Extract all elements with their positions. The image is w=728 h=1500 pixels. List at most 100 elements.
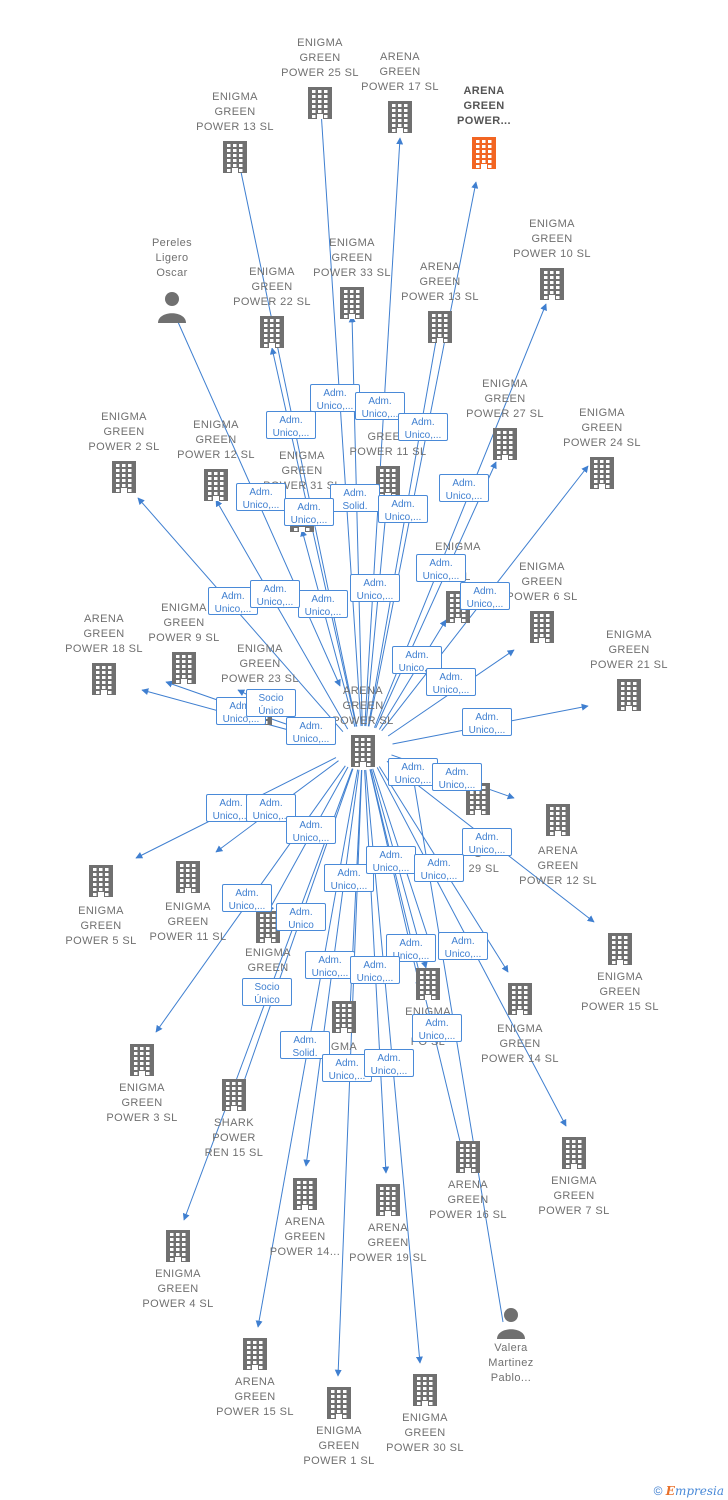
company-node-label[interactable]: ARENA GREEN POWER 17 SL [361,51,439,93]
company-node-label[interactable]: ARENA GREEN POWER 13 SL [401,261,479,303]
building-icon[interactable] [329,1000,359,1034]
relation-label[interactable]: Adm. Unico,... [364,1049,414,1077]
building-icon[interactable] [337,286,367,320]
relation-label[interactable]: Adm. Unico,... [322,1054,372,1082]
company-node-label[interactable]: ENIGMA GREEN POWER 25 SL [281,37,359,79]
relation-label[interactable]: Adm. Unico,... [298,590,348,618]
building-icon[interactable] [413,967,443,1001]
relation-label[interactable]: Adm. Unico,... [236,483,286,511]
company-node-label[interactable]: ENIGMA GREEN POWER 5 SL [65,905,137,947]
relation-label[interactable]: Adm. Unico,... [462,828,512,856]
company-node-label[interactable]: ENIGMA GREEN POWER 24 SL [563,407,641,449]
company-node-label[interactable]: ARENA GREEN POWER 15 SL [216,1376,294,1418]
building-icon[interactable] [305,86,335,120]
building-icon[interactable] [86,864,116,898]
relation-label[interactable]: Adm. Unico,... [432,763,482,791]
relation-label[interactable]: Adm. Unico,... [439,474,489,502]
relation-label[interactable]: Adm. Unico,... [222,884,272,912]
person-icon[interactable] [496,1306,526,1340]
company-node-label[interactable]: ENIGMA GREEN POWER 1 SL [303,1425,375,1467]
building-icon[interactable] [543,803,573,837]
company-node-label[interactable]: ARENA GREEN POWER 18 SL [65,613,143,655]
relation-label[interactable]: Adm. Unico,... [286,717,336,745]
relation-label[interactable]: Adm. Unico,... [438,932,488,960]
building-icon[interactable] [127,1043,157,1077]
relation-label[interactable]: Adm. Unico,... [305,951,355,979]
person-icon[interactable] [157,290,187,324]
building-icon[interactable] [453,1140,483,1174]
company-node-label[interactable]: ENIGMA GREEN POWER 33 SL [313,237,391,279]
building-icon[interactable] [385,100,415,134]
building-icon[interactable] [290,1177,320,1211]
company-node-label[interactable]: ENIGMA GREEN POWER 27 SL [466,378,544,420]
building-icon[interactable] [373,1183,403,1217]
company-node-label[interactable]: ENIGMA GREEN POWER 31 SL [263,450,340,492]
relation-label[interactable]: Adm. Unico,... [398,413,448,441]
building-icon[interactable] [537,267,567,301]
relation-label[interactable]: Adm. Unico,... [366,846,416,874]
building-icon[interactable] [163,1229,193,1263]
relation-label[interactable]: Adm. Unico,... [266,411,316,439]
company-node-label[interactable]: ENIGMA GREEN POWER 7 SL [538,1175,610,1217]
relation-label[interactable]: Adm. Unico,... [412,1014,462,1042]
building-icon[interactable] [348,734,378,768]
building-icon[interactable] [89,662,119,696]
relation-label[interactable]: Adm. Unico,... [460,582,510,610]
building-icon[interactable] [559,1136,589,1170]
company-node-label[interactable]: ARENA GREEN POWER 16 SL [429,1179,507,1221]
relation-label[interactable]: Adm. Unico,... [378,495,428,523]
building-icon[interactable] [257,315,287,349]
building-icon[interactable] [490,427,520,461]
building-icon[interactable] [410,1373,440,1407]
company-node-label[interactable]: ENIGMA GREEN POWER 4 SL [142,1268,214,1310]
building-icon[interactable] [240,1337,270,1371]
company-node-label[interactable]: ARENA GREEN POWER 14... [269,1216,341,1258]
company-node-label[interactable]: ARENA GREEN POWER 12 SL [519,845,597,887]
company-node-label[interactable]: ENIGMA GREEN POWER 14 SL [481,1023,559,1065]
relation-label[interactable]: Adm. Unico,... [284,498,334,526]
person-node-label[interactable]: Pereles Ligero Oscar [151,237,193,279]
building-icon[interactable] [505,982,535,1016]
relation-label[interactable]: Adm. Unico,... [250,580,300,608]
relation-label[interactable]: Adm. Unico,... [355,392,405,420]
building-icon[interactable] [220,140,250,174]
company-node-label[interactable]: ARENA GREEN POWER... [457,85,511,127]
relation-label[interactable]: Adm. Unico,... [462,708,512,736]
relation-label[interactable]: Socio Único [246,689,296,717]
company-node-label[interactable]: ENIGMA GREEN POWER 11 SL [149,901,227,943]
building-icon[interactable] [469,136,499,170]
company-node-label[interactable]: ENIGMA GREEN POWER 2 SL [88,411,160,453]
building-icon[interactable] [614,678,644,712]
building-icon[interactable] [201,468,231,502]
building-icon[interactable] [109,460,139,494]
relation-label[interactable]: Socio Único [242,978,292,1006]
relation-label[interactable]: Adm. Unico,... [416,554,466,582]
company-node-label[interactable]: ENIGMA GREEN POWER 6 SL [506,561,578,603]
company-node-label[interactable]: SHARK POWER REN 15 SL [204,1117,264,1159]
company-node-label[interactable]: ENIGMA GREEN POWER 12 SL [177,419,255,461]
company-node-label[interactable]: ENIGMA GREEN POWER 30 SL [386,1412,464,1454]
company-node-label[interactable]: ENIGMA GREEN POWER 15 SL [581,971,659,1013]
building-icon[interactable] [605,932,635,966]
relation-label[interactable]: Adm. Unico,... [414,854,464,882]
building-icon[interactable] [219,1078,249,1112]
relation-label[interactable]: Adm. Solid. [330,484,380,512]
building-icon[interactable] [587,456,617,490]
company-node-label[interactable]: ARENA GREEN POWER SL [332,685,394,727]
relation-label[interactable]: Adm. Unico,... [286,816,336,844]
relation-label[interactable]: Adm. Unico [276,903,326,931]
company-node-label[interactable]: ARENA GREEN POWER 19 SL [349,1222,427,1264]
relation-label[interactable]: Adm. Unico,... [310,384,360,412]
company-node-label[interactable]: ENIGMA GREEN POWER 13 SL [196,91,274,133]
relation-label[interactable]: Adm. Solid. [280,1031,330,1059]
building-icon[interactable] [169,651,199,685]
relation-label[interactable]: Adm. Unico,... [350,956,400,984]
building-icon[interactable] [173,860,203,894]
company-node-label[interactable]: ENIGMA GREEN POWER 9 SL [148,602,220,644]
company-node-label[interactable]: ENIGMA GREEN POWER 10 SL [513,218,591,260]
relation-label[interactable]: Adm. Unico,... [350,574,400,602]
relation-label[interactable]: Adm. Unico,... [324,864,374,892]
building-icon[interactable] [425,310,455,344]
company-node-label[interactable]: ENIGMA GREEN POWER 3 SL [106,1082,178,1124]
building-icon[interactable] [527,610,557,644]
